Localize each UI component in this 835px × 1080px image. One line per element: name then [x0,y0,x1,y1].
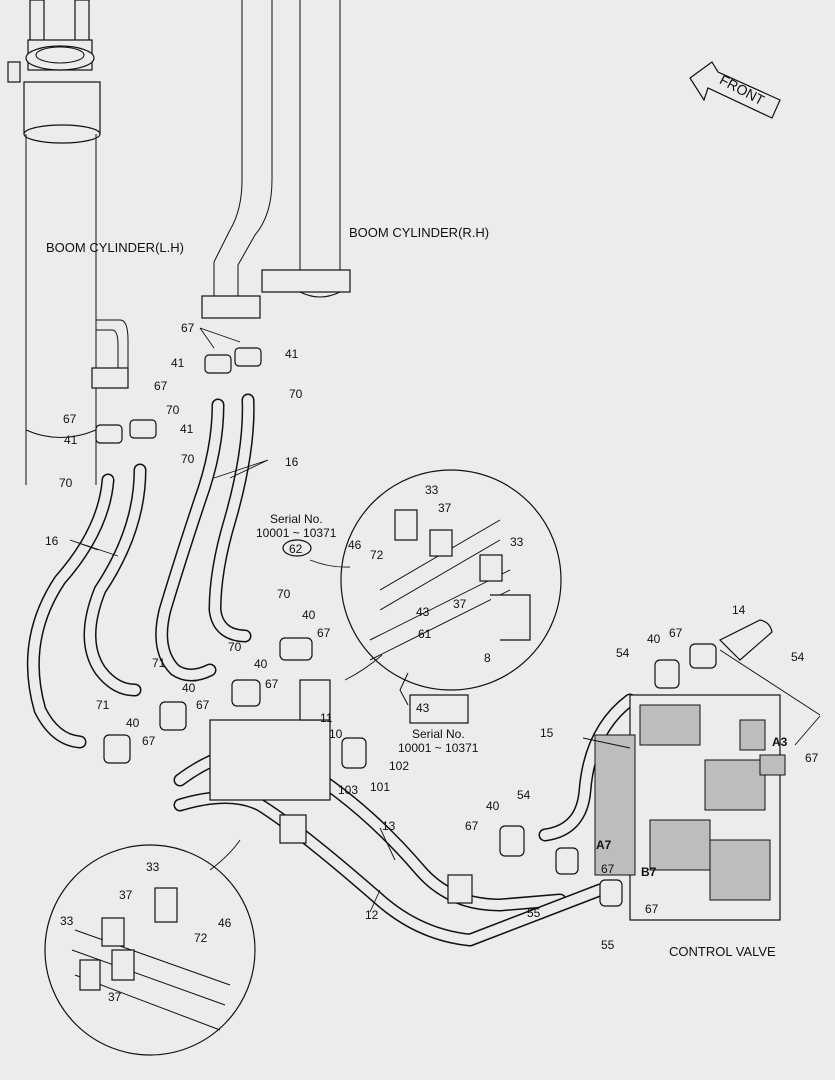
boom-cylinder-left [7,0,129,485]
callout-43: 43 [416,605,430,619]
callout-12: 12 [365,908,379,922]
callout-10: 10 [329,727,343,741]
callout-41: 41 [64,433,78,447]
callout-67: 67 [142,734,156,748]
callout-70: 70 [277,587,291,601]
callout-40: 40 [254,657,268,671]
detail-lower-leader [209,839,241,871]
callout-16: 16 [285,455,299,469]
port-a3-label: A3 [772,735,788,749]
callout-70: 70 [289,387,303,401]
callout-55: 55 [527,906,541,920]
callout-13: 13 [382,819,396,833]
boom-cylinder-rh-label: BOOM CYLINDER(R.H) [349,225,489,240]
callout-41: 41 [171,356,185,370]
callout-67: 67 [154,379,168,393]
callout-101: 101 [370,780,390,794]
callout-67: 67 [669,626,683,640]
serial-range: 10001 ~ 10371 [256,526,337,540]
callout-37: 37 [119,888,133,902]
callout-70: 70 [166,403,180,417]
callout-67: 67 [601,862,615,876]
callout-40: 40 [182,681,196,695]
serial-title: Serial No. [270,512,323,526]
callout-37: 37 [438,501,452,515]
serial-range-box: 10001 ~ 10371 [398,741,479,755]
callout-15: 15 [540,726,554,740]
boom-cylinder-right [201,0,351,319]
boom-cylinder-lh-label: BOOM CYLINDER(L.H) [46,240,184,255]
callout-33: 33 [425,483,439,497]
detail-view-lower [44,844,256,1056]
callout-40: 40 [302,608,316,622]
callout-46: 46 [218,916,232,930]
callout-102: 102 [389,759,409,773]
callout-16: 16 [45,534,59,548]
callout-67: 67 [465,819,479,833]
callout-11: 11 [320,711,333,725]
control-valve-label: CONTROL VALVE [669,944,776,959]
callout-62-ellipse [282,539,312,557]
serial-box [409,694,469,724]
callout-71: 71 [152,656,166,670]
flange-fittings [95,347,717,907]
serial-title-box: Serial No. [412,727,465,741]
callout-40: 40 [647,632,661,646]
callout-40: 40 [126,716,140,730]
manifold-block [209,679,473,904]
front-arrow [689,61,781,119]
callout-67: 67 [805,751,819,765]
callout-46: 46 [348,538,362,552]
callout-70: 70 [228,640,242,654]
port-b7-label: B7 [641,865,657,879]
callout-numbers: 67 41 41 70 70 67 67 41 41 70 70 16 16 7… [45,321,819,1004]
callout-103: 103 [338,783,358,797]
callout-67: 67 [645,902,659,916]
callout-67: 67 [63,412,77,426]
leader-lines [69,327,821,913]
callout-37: 37 [453,597,467,611]
callout-41: 41 [180,422,194,436]
callout-67: 67 [196,698,210,712]
serial-leader [309,559,351,568]
control-valve [594,694,786,921]
callout-41: 41 [285,347,299,361]
callout-8: 8 [484,651,491,665]
callout-70: 70 [59,476,73,490]
callout-33: 33 [60,914,74,928]
callout-43: 43 [416,701,430,715]
callout-33: 33 [146,860,160,874]
callout-72: 72 [370,548,384,562]
callout-55: 55 [601,938,615,952]
detail-view-upper [340,469,562,706]
port-a7-label: A7 [596,838,612,852]
callout-62: 62 [289,542,303,556]
callout-67: 67 [317,626,331,640]
callout-61: 61 [418,627,432,641]
detail-upper-leader [344,654,383,681]
callout-67: 67 [265,677,279,691]
callout-70: 70 [181,452,195,466]
callout-14: 14 [732,603,746,617]
callout-33: 33 [510,535,524,549]
fitting-14 [718,619,773,661]
callout-67: 67 [181,321,195,335]
callout-54: 54 [517,788,531,802]
callout-54: 54 [616,646,630,660]
callout-71: 71 [96,698,110,712]
callout-54: 54 [791,650,805,664]
callout-40: 40 [486,799,500,813]
callout-72: 72 [194,931,208,945]
callout-37: 37 [108,990,122,1004]
